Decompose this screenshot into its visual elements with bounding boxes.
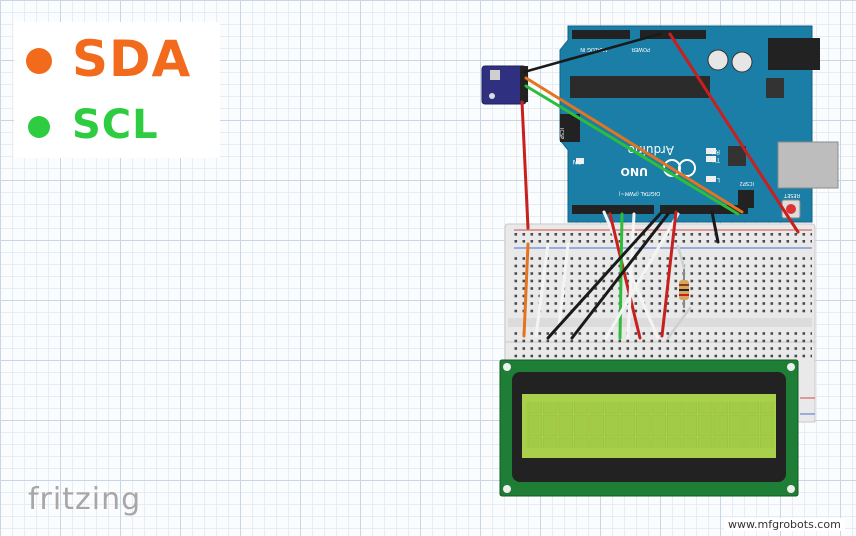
scl-wire[interactable] bbox=[524, 84, 740, 216]
resistor-lcd-wire[interactable] bbox=[666, 306, 692, 340]
lcd-backlight-wire[interactable] bbox=[660, 210, 678, 338]
power-header[interactable] bbox=[572, 30, 630, 39]
lcd-supply-wire[interactable] bbox=[522, 242, 530, 338]
tx-label: TX bbox=[712, 156, 721, 163]
scl-legend-label: SCL bbox=[72, 102, 159, 148]
lcd-wire-white-1[interactable] bbox=[534, 242, 550, 338]
icsp-header[interactable] bbox=[560, 114, 580, 142]
wire-color-legend: SDA SCL bbox=[14, 22, 220, 158]
lcd-16x2-display[interactable] bbox=[499, 359, 799, 497]
power-label: POWER bbox=[631, 46, 650, 52]
digital-header-low[interactable] bbox=[572, 205, 654, 214]
analog-label: ANALOG IN bbox=[580, 46, 608, 52]
lcd-data-wire-4[interactable] bbox=[626, 212, 636, 340]
watermark-text: www.mfgrobots.com bbox=[724, 518, 845, 531]
lcd-data-wire-6[interactable] bbox=[570, 212, 670, 340]
on-label: ON bbox=[573, 158, 582, 165]
wires[interactable] bbox=[520, 32, 800, 340]
icsp2-header[interactable] bbox=[738, 190, 754, 208]
reset-button-cap[interactable] bbox=[786, 204, 796, 214]
sda-legend-label: SDA bbox=[72, 30, 192, 88]
capacitor-2 bbox=[731, 51, 753, 73]
sensor-gnd-wire[interactable] bbox=[522, 32, 662, 74]
sensor-vcc-wire[interactable] bbox=[520, 100, 530, 230]
lcd-data-wire-2[interactable] bbox=[608, 212, 642, 340]
reset-label: RESET bbox=[783, 192, 800, 198]
icsp-label: ICSP bbox=[558, 128, 564, 139]
fritzing-logo-text: fritzing bbox=[28, 482, 142, 517]
uno-logo-text: UNO bbox=[621, 165, 649, 178]
5v-power-wire[interactable] bbox=[668, 32, 800, 234]
sda-wire[interactable] bbox=[524, 76, 744, 214]
icsp2-label: ICSP2 bbox=[740, 180, 754, 186]
lcd-data-wire-5[interactable] bbox=[546, 212, 662, 340]
lcd-data-wire-7[interactable] bbox=[604, 212, 680, 340]
rx-label: RX bbox=[712, 148, 720, 155]
usb-connector[interactable] bbox=[777, 141, 839, 189]
l-label: L bbox=[716, 176, 720, 183]
gnd-rail-wire[interactable] bbox=[710, 210, 720, 244]
power-jack[interactable] bbox=[768, 38, 820, 70]
resistor[interactable] bbox=[679, 268, 689, 308]
capacitor-1 bbox=[707, 49, 729, 71]
digital-label: DIGITAL (PWM~) bbox=[618, 190, 660, 196]
lcd-wire-white-2[interactable] bbox=[556, 242, 570, 338]
digital-header-high[interactable] bbox=[660, 205, 748, 214]
scl-color-dot bbox=[28, 116, 50, 138]
i2c-sensor-module[interactable] bbox=[481, 65, 528, 105]
atmega-chip bbox=[570, 76, 710, 98]
sda-color-dot bbox=[26, 48, 52, 74]
